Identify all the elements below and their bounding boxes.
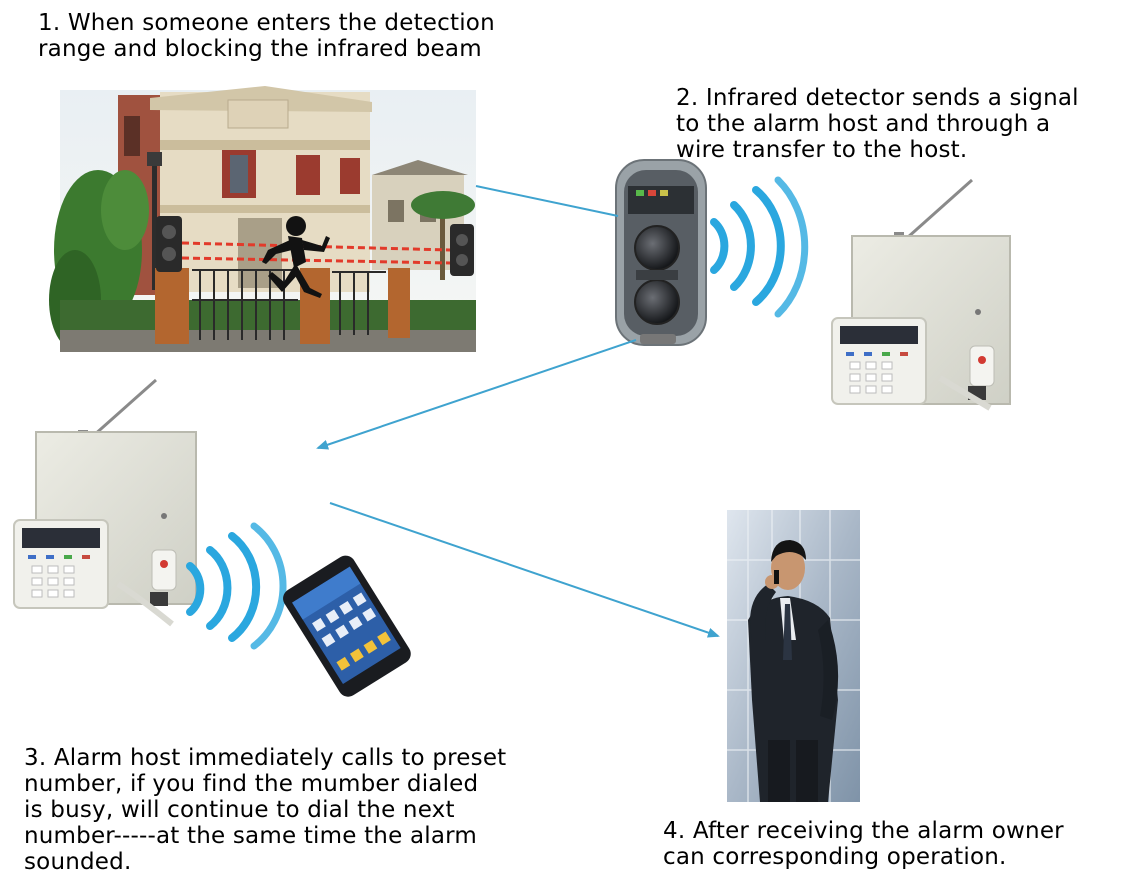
- signal-waves-icon: [186, 522, 287, 650]
- businessman-illustration: [727, 510, 860, 802]
- arrow-house-to-detector: [475, 185, 619, 217]
- house-scene-illustration: [49, 86, 476, 352]
- step-3-line: is busy, will continue to dial the next: [24, 797, 455, 823]
- step-4-caption: 4. After receiving the alarm owner can c…: [663, 818, 1064, 870]
- step-2-line: wire transfer to the host.: [676, 137, 968, 163]
- step-4-line: can corresponding operation.: [663, 844, 1007, 870]
- step-1-caption: 1. When someone enters the detection ran…: [38, 10, 495, 62]
- arrow-host-to-owner: [329, 502, 720, 638]
- step-3-line: sounded.: [24, 849, 132, 875]
- right-beam-sensor: [450, 224, 474, 276]
- step-3-line: number, if you find the mumber dialed: [24, 771, 479, 797]
- step-3-caption: 3. Alarm host immediately calls to prese…: [24, 745, 506, 875]
- step-3-line: 3. Alarm host immediately calls to prese…: [24, 745, 507, 771]
- flow-arrows: [316, 185, 720, 638]
- step-3-line: number-----at the same time the alarm: [24, 823, 477, 849]
- step-2-line: to the alarm host and through a: [676, 111, 1051, 137]
- mobile-phone-illustration: [283, 555, 411, 697]
- step-1-line: 1. When someone enters the detection: [38, 10, 495, 36]
- step-4-line: 4. After receiving the alarm owner: [663, 818, 1064, 844]
- arrow-detector-to-host: [316, 339, 637, 450]
- signal-waves-icon: [710, 176, 809, 318]
- step-1-line: range and blocking the infrared beam: [38, 36, 482, 62]
- intruder-silhouette: [262, 216, 330, 298]
- alarm-host-illustration: [13, 378, 197, 627]
- infrared-detector-illustration: [615, 159, 707, 346]
- step-2-caption: 2. Infrared detector sends a signal to t…: [676, 85, 1079, 163]
- left-beam-sensor: [156, 216, 182, 272]
- alarm-host-illustration: [831, 178, 1011, 411]
- step-2-line: 2. Infrared detector sends a signal: [676, 85, 1079, 111]
